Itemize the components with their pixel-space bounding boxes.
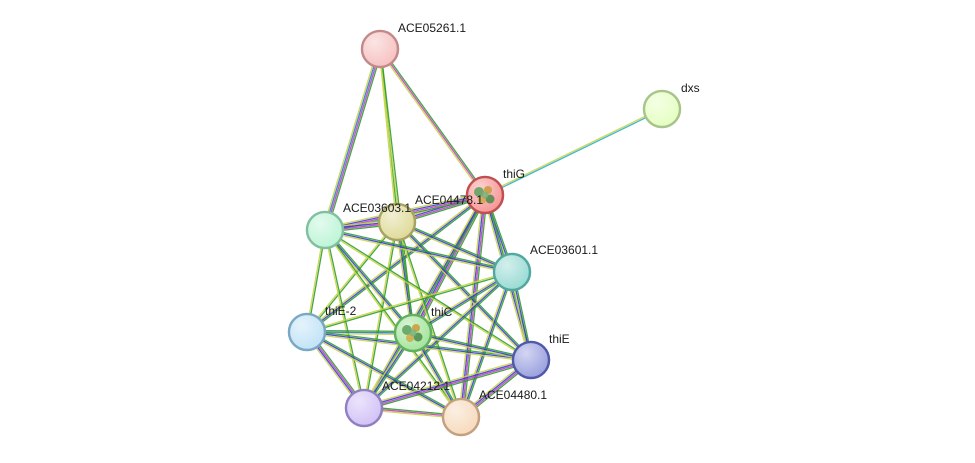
- edge-strand: [362, 221, 397, 408]
- edge-strand: [325, 227, 513, 272]
- node-highlight: [514, 343, 548, 377]
- edge-strand: [364, 222, 399, 409]
- edge-strand: [324, 229, 513, 273]
- node-ACE04480.1[interactable]: ACE04480.1: [441, 388, 547, 437]
- edge-strand: [325, 228, 532, 360]
- node-thiE-2[interactable]: thiE-2: [287, 304, 357, 352]
- node-thiG[interactable]: thiG: [465, 167, 525, 215]
- node-dxs[interactable]: dxs: [642, 81, 700, 129]
- edge-strand: [305, 221, 397, 332]
- edge-strand: [396, 221, 532, 361]
- edge-strand: [379, 48, 486, 196]
- edge-strand: [364, 360, 532, 410]
- nodes-layer: ACE05261.1 dxs thiG ACE04478.1ACE03603.1ACE…: [287, 21, 700, 437]
- edge-strand: [413, 272, 514, 335]
- edge-strand: [363, 358, 531, 408]
- edge-ACE04478.1-ACE03601.1: [396, 220, 513, 274]
- edge-strand: [307, 195, 487, 334]
- edge-strand: [322, 48, 379, 230]
- edge-strand: [325, 229, 366, 408]
- edge-strand: [325, 228, 415, 333]
- edge-strand: [412, 332, 532, 361]
- node-highlight: [363, 32, 397, 66]
- node-highlight: [444, 400, 478, 434]
- edge-strand: [460, 271, 513, 418]
- edge-ACE05261.1-ACE03603.1: [322, 48, 383, 231]
- edge-ACE03603.1-ACE04212.1: [323, 229, 366, 409]
- node-label: dxs: [681, 81, 700, 95]
- node-highlight: [290, 315, 324, 349]
- edge-strand: [458, 271, 512, 417]
- node-label: ACE05261.1: [398, 21, 466, 35]
- edge-strand: [323, 230, 364, 409]
- edge-strand: [324, 230, 512, 275]
- edge-dxs-thiG: [484, 107, 663, 197]
- protein-structure-icon: [402, 324, 423, 342]
- node-label: ACE03601.1: [530, 243, 598, 257]
- edge-strand: [411, 270, 512, 333]
- edge-strand: [363, 357, 531, 407]
- node-ACE05261.1[interactable]: ACE05261.1: [360, 21, 466, 69]
- edge-thiE-ACE04212.1: [363, 357, 532, 411]
- edge-ACE05261.1-thiG: [378, 47, 487, 197]
- edge-strand: [412, 271, 513, 334]
- edge-strand: [305, 193, 485, 332]
- edge-strand: [325, 49, 382, 231]
- edge-strand: [485, 109, 663, 197]
- edge-strand: [364, 361, 532, 411]
- edge-strand: [412, 333, 531, 363]
- node-label: ACE04478.1: [415, 193, 483, 207]
- edge-strand: [380, 47, 487, 195]
- edge-strand: [395, 222, 531, 362]
- edge-strand: [324, 229, 414, 334]
- edge-strand: [397, 220, 513, 272]
- edge-ACE04478.1-thiE: [395, 220, 533, 362]
- node-ACE03603.1[interactable]: ACE03603.1: [305, 201, 411, 250]
- protein-structure-icon: [474, 186, 495, 204]
- edge-strand: [396, 221, 513, 273]
- edge-strand: [378, 49, 485, 197]
- node-label: thiG: [503, 167, 525, 181]
- edge-strand: [484, 107, 662, 195]
- node-thiE[interactable]: thiE: [511, 332, 570, 380]
- edge-strand: [397, 220, 533, 360]
- edge-strand: [413, 330, 532, 360]
- node-ACE04212.1[interactable]: ACE04212.1: [344, 379, 450, 428]
- edge-ACE03603.1-ACE03601.1: [324, 227, 513, 275]
- edge-thiG-thiE-2: [305, 193, 487, 334]
- edge-strand: [461, 272, 515, 418]
- edge-ACE03601.1-thiC: [411, 270, 514, 335]
- edge-strand: [307, 272, 513, 334]
- node-label: thiE-2: [325, 304, 357, 318]
- edge-ACE03601.1-ACE04480.1: [458, 271, 515, 418]
- edges-layer: [304, 47, 663, 420]
- node-label: thiC: [431, 305, 453, 319]
- node-label: thiE: [549, 332, 570, 346]
- node-ACE04478.1[interactable]: ACE04478.1: [377, 193, 483, 242]
- node-label: ACE04480.1: [479, 388, 547, 402]
- edge-thiC-thiE: [412, 330, 532, 363]
- edge-ACE04478.1-ACE04212.1: [362, 221, 399, 409]
- node-highlight: [308, 213, 342, 247]
- edge-strand: [326, 49, 383, 231]
- node-highlight: [380, 205, 414, 239]
- node-label: ACE04212.1: [382, 379, 450, 393]
- node-label: ACE03603.1: [343, 201, 411, 215]
- edge-strand: [396, 222, 512, 274]
- node-highlight: [645, 92, 679, 126]
- node-highlight: [347, 391, 381, 425]
- edge-strand: [306, 270, 512, 332]
- edge-strand: [323, 48, 380, 230]
- node-thiC[interactable]: thiC: [393, 305, 453, 353]
- edge-ACE03601.1-thiE-2: [306, 270, 513, 334]
- node-highlight: [495, 255, 529, 289]
- node-ACE03601.1[interactable]: ACE03601.1: [492, 243, 598, 292]
- edge-strand: [306, 194, 486, 333]
